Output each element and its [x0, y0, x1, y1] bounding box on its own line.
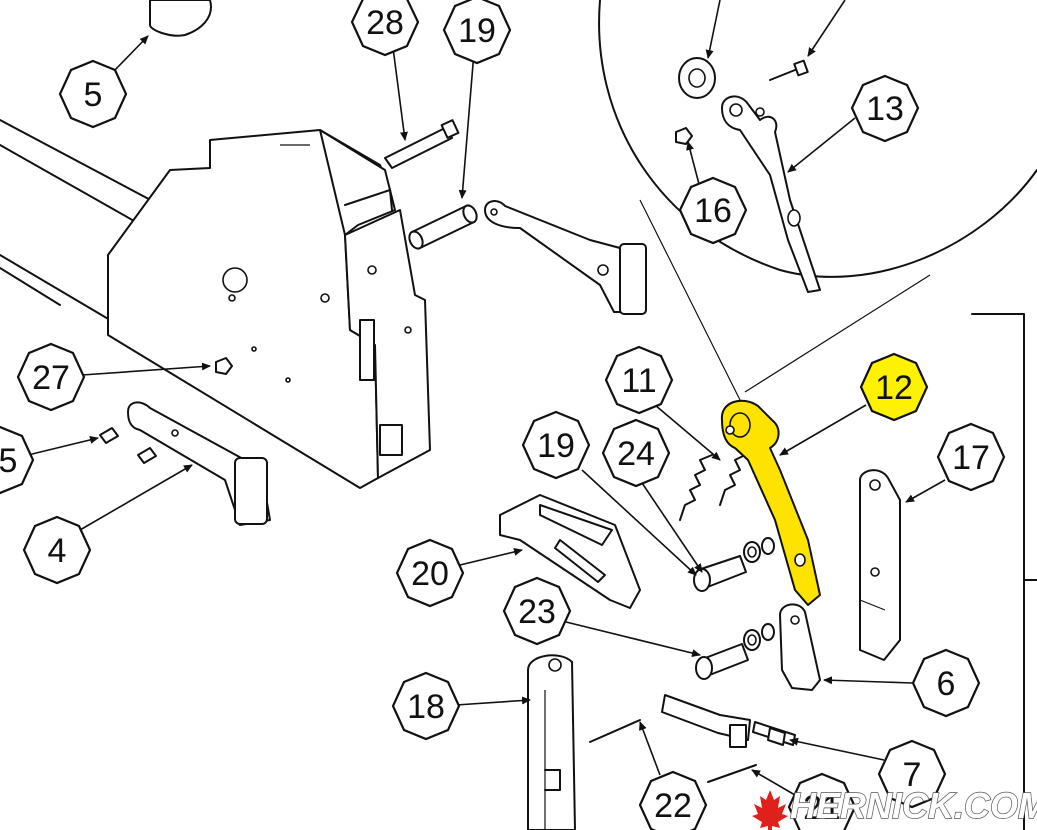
callout-21: 21	[787, 772, 857, 830]
svg-text:6: 6	[937, 665, 956, 703]
callout-6: 6	[911, 648, 981, 718]
svg-text:19: 19	[458, 12, 496, 50]
callout-20: 20	[395, 538, 465, 608]
bracket-part-20	[499, 494, 641, 609]
callout-17: 17	[936, 422, 1006, 492]
pin-part-21	[707, 764, 757, 783]
callout-19-lower: 19	[521, 410, 591, 480]
callout-18: 18	[391, 671, 461, 741]
svg-text:5: 5	[84, 76, 103, 114]
callout-23: 23	[502, 576, 572, 646]
svg-text:13: 13	[866, 90, 904, 128]
callout-27: 27	[16, 342, 86, 412]
plate-part-17	[859, 469, 901, 661]
callout-28: 28	[350, 0, 420, 57]
callout-5-top: 5	[58, 59, 128, 129]
callout-4: 4	[22, 515, 92, 585]
callout-22: 22	[638, 770, 708, 830]
screw-part-5	[99, 427, 157, 464]
maple-leaf-icon	[752, 790, 788, 830]
callout-13: 13	[850, 74, 920, 143]
callout-12-highlighted: 12	[859, 352, 929, 422]
svg-text:5: 5	[0, 442, 17, 480]
nut-part-27	[215, 357, 233, 375]
leader-lines	[27, 35, 946, 796]
callout-11: 11	[604, 345, 674, 415]
highlighted-arm-part-12	[720, 399, 821, 606]
pulley-part	[678, 57, 716, 99]
pin-part-19	[693, 537, 775, 592]
svg-text:11: 11	[621, 362, 656, 400]
bolt-part-28	[384, 119, 460, 169]
svg-text:18: 18	[407, 688, 445, 726]
nut-part	[675, 127, 693, 145]
watermark: HERNICK.COM	[752, 784, 1037, 830]
spring-part-11	[679, 454, 746, 521]
frame-assembly	[0, 0, 431, 489]
svg-text:21: 21	[803, 789, 841, 827]
svg-text:24: 24	[617, 435, 655, 473]
pin-part-23	[695, 623, 775, 680]
svg-text:23: 23	[518, 593, 556, 631]
arm-part-13	[721, 95, 821, 293]
rod-part-18	[527, 654, 576, 830]
svg-text:4: 4	[48, 532, 67, 570]
svg-text:28: 28	[366, 4, 404, 42]
pin-part-19-top	[408, 204, 478, 250]
bolt-part	[769, 59, 809, 81]
svg-text:12: 12	[875, 369, 913, 407]
bracket-part-6	[779, 603, 821, 691]
detail-view	[598, 0, 1037, 401]
pedal-arm-part-4	[127, 401, 271, 526]
callout-bubbles: 5 28 19 13 16 27 5 4	[0, 0, 1006, 830]
svg-text:7: 7	[903, 756, 922, 794]
callout-19-top: 19	[442, 0, 512, 65]
svg-text:17: 17	[952, 439, 990, 477]
svg-text:22: 22	[654, 787, 692, 825]
pedal-arm-part	[484, 200, 647, 315]
pin-part-22	[589, 719, 641, 743]
group-bracket	[971, 313, 1037, 830]
svg-text:20: 20	[411, 555, 449, 593]
callout-16: 16	[678, 176, 748, 245]
svg-text:19: 19	[537, 427, 575, 465]
svg-text:27: 27	[32, 359, 70, 397]
callout-7: 7	[877, 739, 947, 809]
watermark-text: HERNICK.COM	[790, 785, 1037, 826]
callout-24: 24	[601, 418, 671, 488]
cylinder-part-7	[661, 694, 796, 748]
svg-text:16: 16	[694, 192, 732, 230]
callout-5-left: 5	[0, 425, 35, 495]
